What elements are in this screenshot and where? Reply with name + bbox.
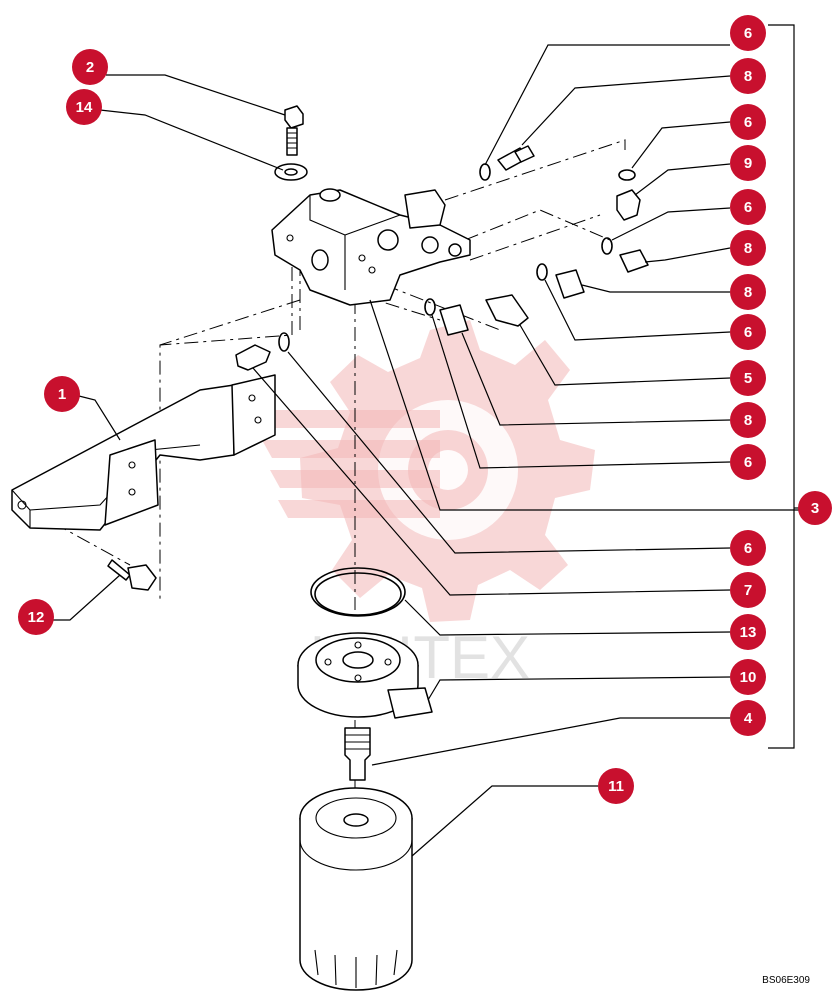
callout-5: 5 [730, 360, 766, 396]
callout-10: 10 [730, 659, 766, 695]
fittings-group [235, 145, 649, 371]
callout-8-b: 8 [730, 230, 766, 266]
filter-base-part-10 [297, 632, 433, 719]
svg-text:7: 7 [744, 582, 752, 599]
svg-text:11: 11 [608, 778, 624, 795]
svg-text:12: 12 [28, 609, 45, 626]
callout-12: 12 [18, 599, 54, 635]
callout-8-c: 8 [730, 274, 766, 310]
svg-text:1: 1 [58, 386, 66, 403]
callout-7: 7 [730, 572, 766, 608]
callout-4: 4 [730, 700, 766, 736]
svg-text:13: 13 [740, 624, 757, 641]
callout-11: 11 [598, 768, 634, 804]
svg-text:14: 14 [76, 99, 93, 116]
bracket-part-1 [11, 374, 276, 531]
svg-text:6: 6 [744, 25, 752, 42]
callout-6-e: 6 [730, 444, 766, 480]
callout-6-d: 6 [730, 314, 766, 350]
washer-part-14 [274, 163, 308, 181]
svg-text:6: 6 [744, 454, 752, 471]
svg-text:8: 8 [744, 412, 752, 429]
callout-3: 3 [798, 491, 832, 525]
svg-text:6: 6 [744, 540, 752, 557]
callout-6-f: 6 [730, 530, 766, 566]
nipple-part-4 [344, 727, 371, 781]
filter-cartridge-part-11 [299, 787, 413, 991]
callout-1: 1 [44, 376, 80, 412]
seal-ring-part-13 [310, 567, 406, 617]
callout-6-c: 6 [730, 189, 766, 225]
filter-head-housing-part-3 [271, 188, 471, 306]
watermark-gear-logo: UNITEX [255, 320, 595, 691]
callout-13: 13 [730, 614, 766, 650]
leader-lines [50, 24, 800, 857]
svg-text:6: 6 [744, 199, 752, 216]
svg-text:3: 3 [811, 500, 819, 517]
callout-14: 14 [66, 89, 102, 125]
svg-text:9: 9 [744, 155, 752, 172]
callout-6-a: 6 [730, 15, 766, 51]
svg-text:8: 8 [744, 284, 752, 301]
callout-9: 9 [730, 145, 766, 181]
svg-text:10: 10 [740, 669, 757, 686]
bolt-part-12 [107, 559, 157, 591]
svg-text:2: 2 [86, 59, 94, 76]
svg-text:8: 8 [744, 240, 752, 257]
svg-text:6: 6 [744, 114, 752, 131]
svg-text:4: 4 [744, 710, 753, 727]
callout-8-d: 8 [730, 402, 766, 438]
callout-2: 2 [72, 49, 108, 85]
callout-8-a: 8 [730, 58, 766, 94]
svg-text:5: 5 [744, 370, 752, 387]
callout-6-b: 6 [730, 104, 766, 140]
svg-text:6: 6 [744, 324, 752, 341]
svg-text:8: 8 [744, 68, 752, 85]
bolt-part-2 [284, 105, 304, 156]
drawing-code: BS06E309 [762, 975, 810, 986]
